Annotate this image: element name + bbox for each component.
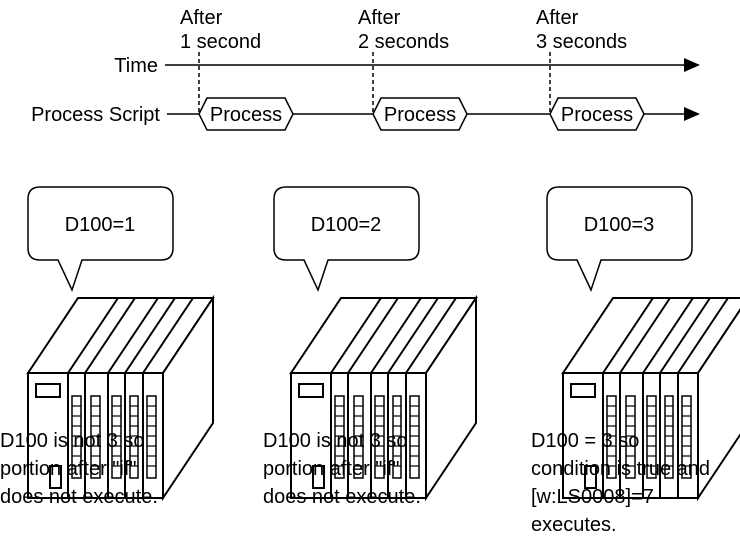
process-script-arrowhead <box>684 107 700 121</box>
process-script-label: Process Script <box>31 104 160 126</box>
description-3-line-2: condition is true and <box>531 458 711 480</box>
description-3: D100 = 3 so condition is true and [w:LS0… <box>531 427 710 539</box>
marker-1-line1: After <box>180 7 223 29</box>
process-label-3: Process <box>561 104 633 126</box>
process-box-3: Process <box>549 97 645 131</box>
description-2-line-2: portion after "if" <box>263 458 400 480</box>
marker-2-line2: 2 seconds <box>358 31 449 53</box>
time-arrowhead <box>684 58 700 72</box>
description-1: D100 is not 3 so portion after "if" does… <box>0 427 158 511</box>
marker-3-line2: 3 seconds <box>536 31 627 53</box>
process-box-1: Process <box>198 97 294 131</box>
bubble-text-2: D100=2 <box>311 214 382 236</box>
description-3-line-3: [w:LS0008]=7 <box>531 486 654 508</box>
time-label: Time <box>114 55 158 77</box>
marker-1-line2: 1 second <box>180 31 261 53</box>
bubble-text-1: D100=1 <box>65 214 136 236</box>
description-2-line-1: D100 is not 3 so <box>263 430 408 452</box>
speech-bubble-3: D100=3 <box>546 186 693 293</box>
description-3-line-1: D100 = 3 so <box>531 430 640 452</box>
description-2-line-3: does not execute. <box>263 486 421 508</box>
speech-bubble-1: D100=1 <box>27 186 174 293</box>
description-1-line-3: does not execute. <box>0 486 158 508</box>
description-3-line-4: executes. <box>531 514 617 536</box>
description-2: D100 is not 3 so portion after "if" does… <box>263 427 421 511</box>
speech-bubble-2: D100=2 <box>273 186 420 293</box>
description-1-line-1: D100 is not 3 so <box>0 430 145 452</box>
bubble-text-3: D100=3 <box>584 214 655 236</box>
process-box-2: Process <box>372 97 468 131</box>
marker-3-line1: After <box>536 7 579 29</box>
process-label-2: Process <box>384 104 456 126</box>
description-1-line-2: portion after "if" <box>0 458 137 480</box>
process-label-1: Process <box>210 104 282 126</box>
marker-2-line1: After <box>358 7 401 29</box>
